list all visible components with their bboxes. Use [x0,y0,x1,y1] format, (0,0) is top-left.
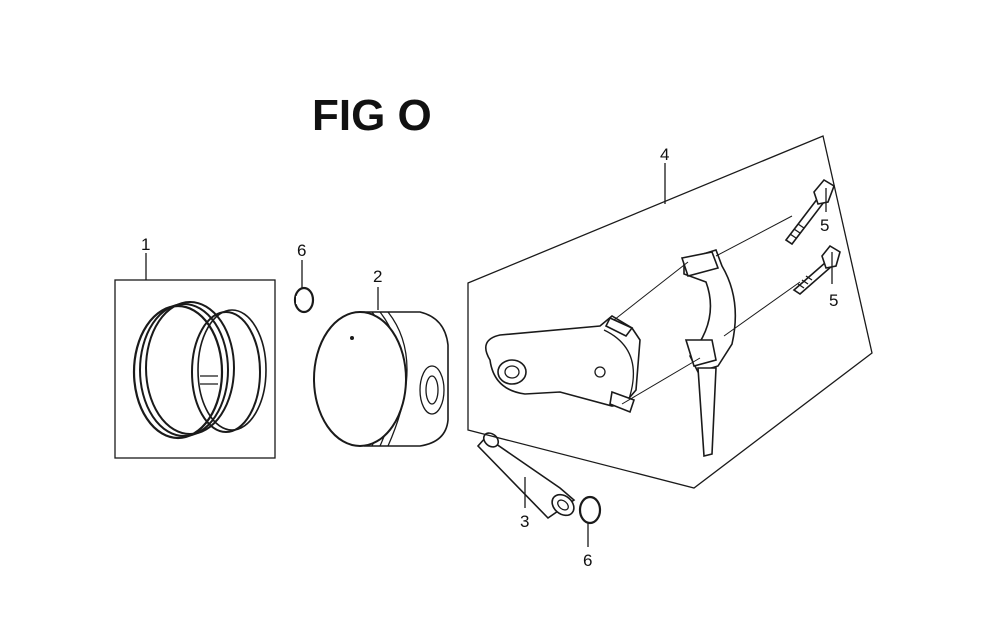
figure-title: FIG O [312,91,432,140]
piston-pin-clip-upper [293,260,315,314]
callout-6b: 6 [583,551,592,570]
connecting-rod [484,315,641,407]
oil-dipper [697,367,717,458]
rod-bolt-lower [792,244,841,296]
piston-pin-clip-lower [578,495,602,547]
rod-assembly-box [467,135,873,489]
callout-3: 3 [520,512,529,531]
piston [313,287,449,447]
connecting-rod-assembly [467,135,873,489]
callout-1: 1 [141,235,150,254]
callout-5a: 5 [820,216,829,235]
callout-6a: 6 [297,241,306,260]
callout-2: 2 [373,267,382,286]
callout-4: 4 [660,145,669,164]
rod-bolt-upper [784,178,835,246]
callout-5b: 5 [829,291,838,310]
ring-set-box [114,279,276,459]
piston-pin [476,432,576,520]
piston-ring-set [114,253,276,459]
